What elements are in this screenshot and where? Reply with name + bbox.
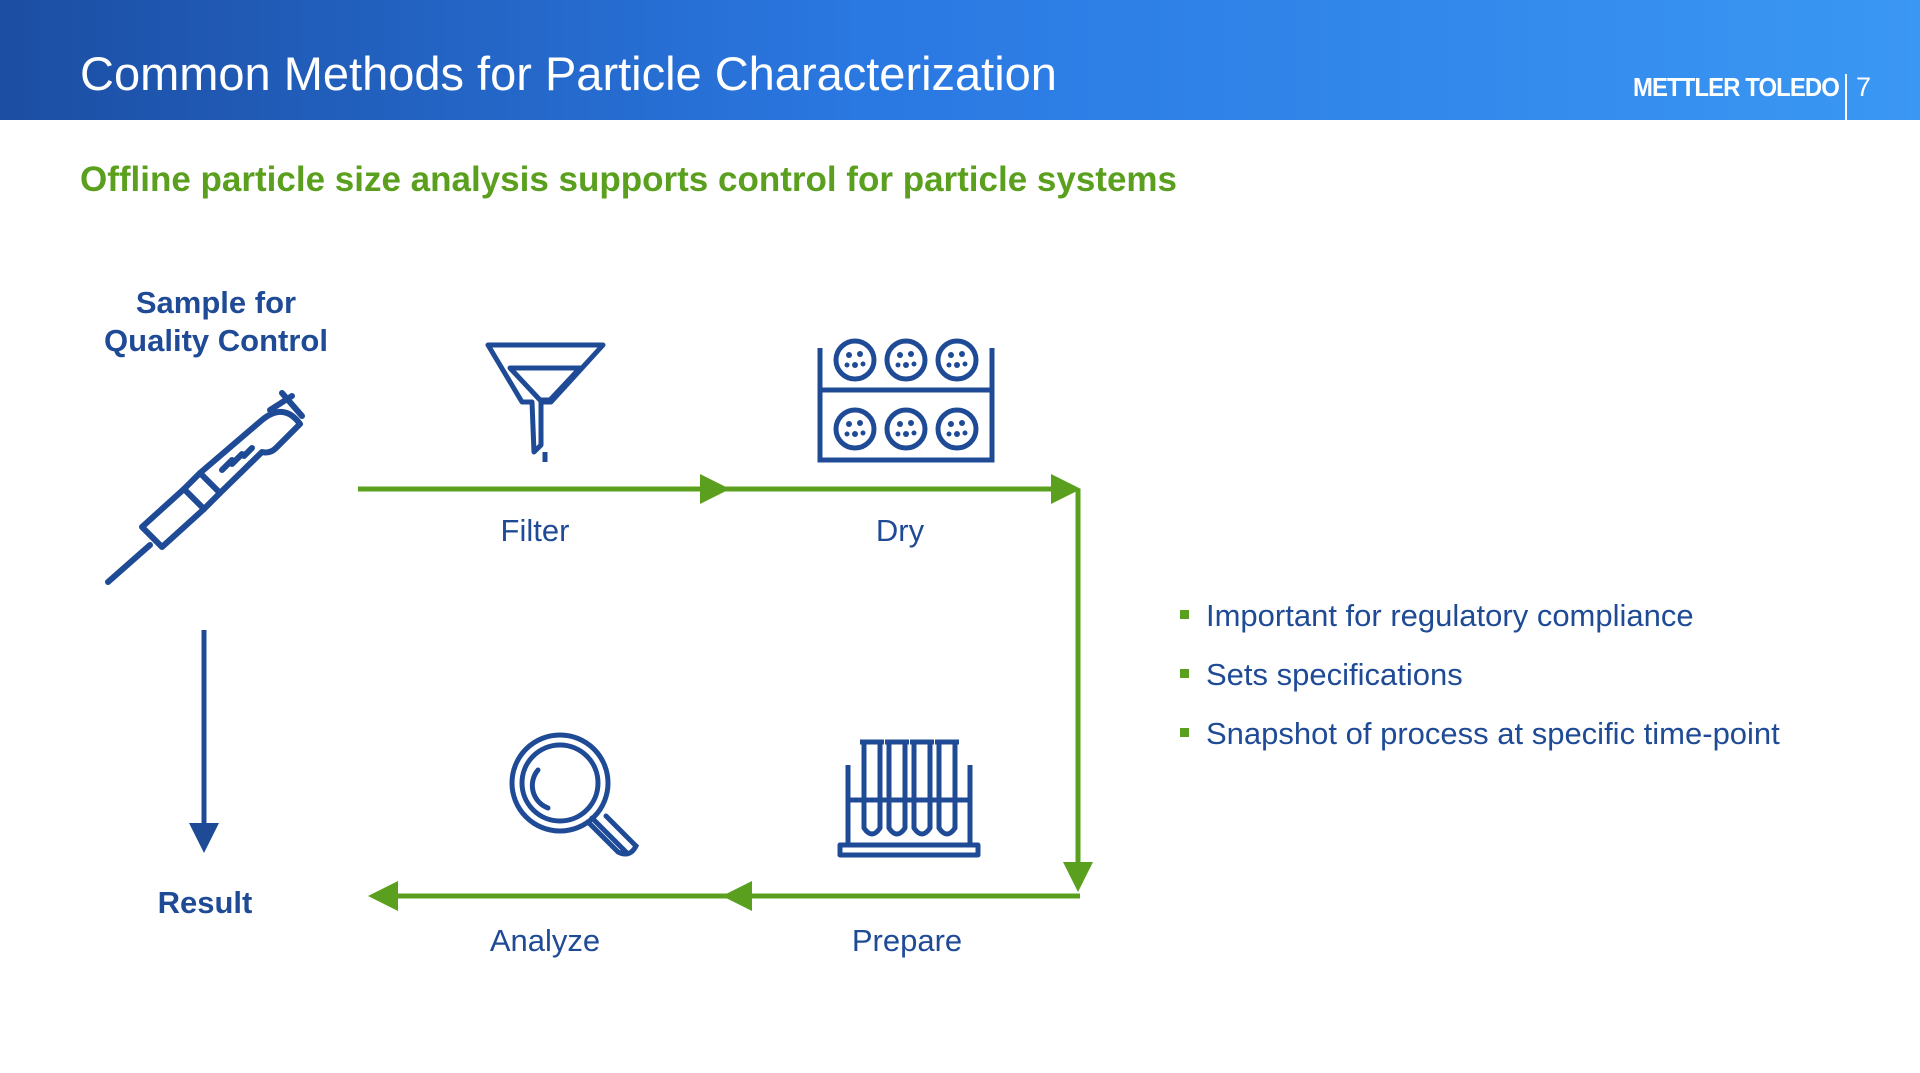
flow-arrows — [358, 474, 1093, 911]
header-bar: Common Methods for Particle Characteriza… — [0, 0, 1920, 120]
bullet-item: Important for regulatory compliance — [1178, 600, 1780, 659]
sample-label-line2: Quality Control — [104, 323, 328, 358]
step-label-analyze: Analyze — [489, 923, 601, 958]
test-tube-rack-icon — [837, 739, 981, 858]
page-number: 7 — [1856, 72, 1872, 102]
sample-label-line1: Sample for — [135, 285, 297, 320]
page-number-divider — [1845, 74, 1847, 120]
step-label-filter: Filter — [500, 513, 570, 548]
sample-label: Sample for Quality Control — [104, 284, 328, 360]
pipette-icon — [105, 390, 305, 585]
result-label: Result — [157, 885, 253, 920]
bullet-marker-icon — [1180, 610, 1189, 619]
bullet-marker-icon — [1180, 728, 1189, 737]
brand-logo: METTLER TOLEDO — [1633, 72, 1840, 102]
bullet-item: Snapshot of process at specific time-poi… — [1178, 718, 1780, 777]
bullet-text: Important for regulatory compliance — [1206, 598, 1694, 633]
step-label-dry: Dry — [875, 513, 925, 548]
step-label-prepare: Prepare — [851, 923, 963, 958]
drying-rack-icon — [817, 338, 995, 463]
bullet-list: Important for regulatory compliance Sets… — [1178, 600, 1780, 777]
bullet-text: Snapshot of process at specific time-poi… — [1206, 716, 1780, 751]
bullet-item: Sets specifications — [1178, 659, 1780, 718]
subtitle: Offline particle size analysis supports … — [80, 160, 1178, 199]
bullet-marker-icon — [1180, 669, 1189, 678]
page-title: Common Methods for Particle Characteriza… — [80, 47, 1057, 100]
bullet-text: Sets specifications — [1206, 657, 1463, 692]
funnel-icon — [485, 342, 606, 462]
magnifier-icon — [509, 732, 640, 857]
